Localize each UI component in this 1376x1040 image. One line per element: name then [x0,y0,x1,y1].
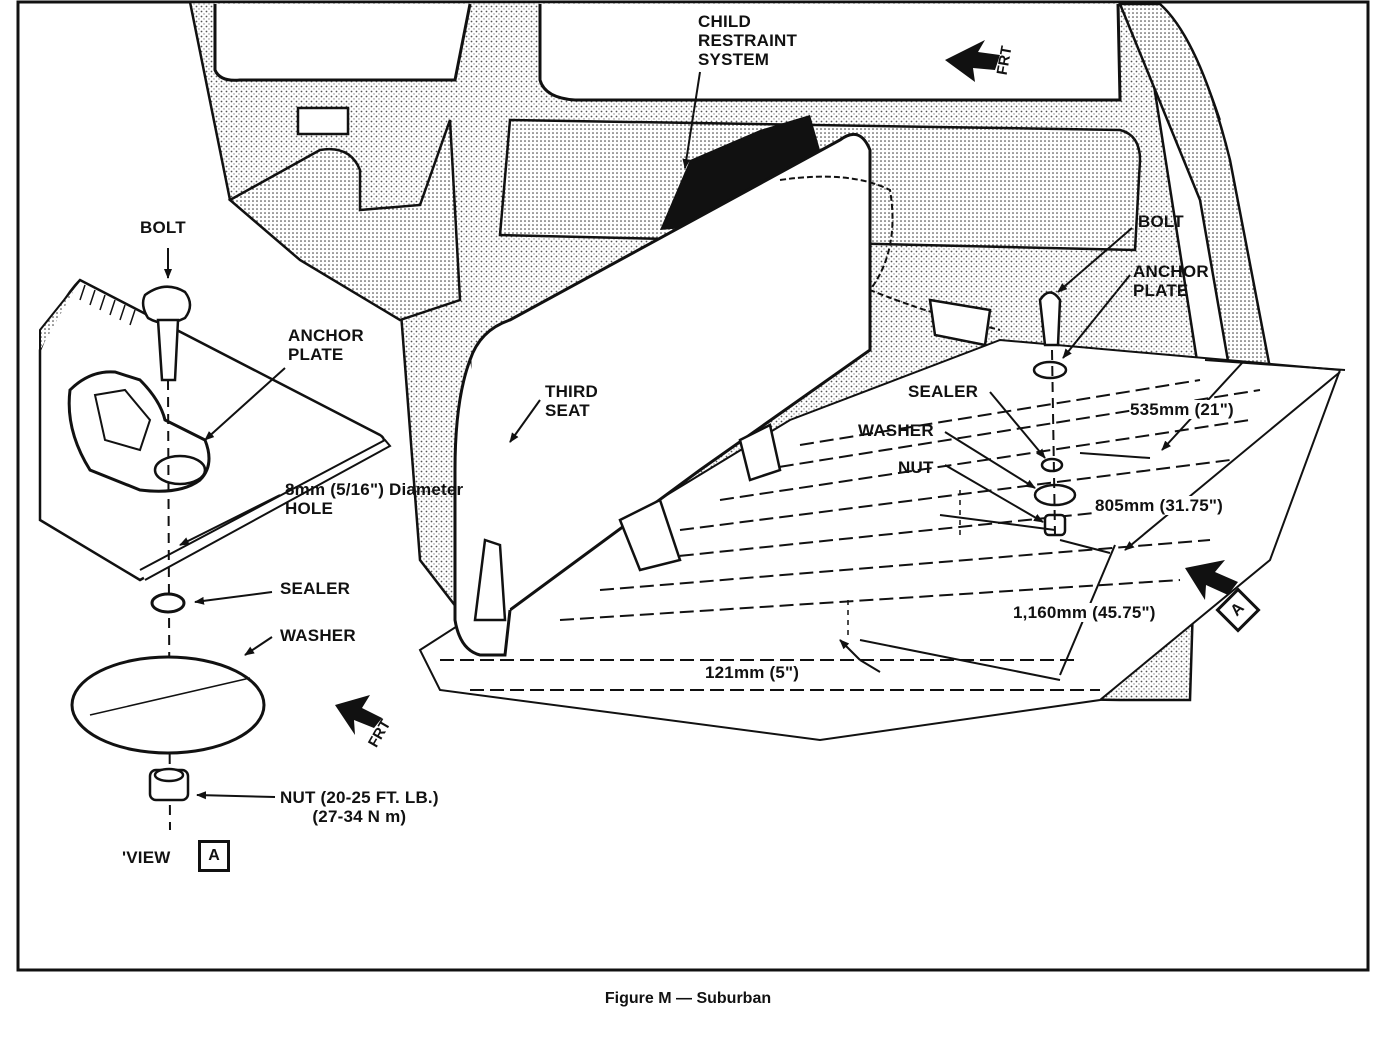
label-washer-right: WASHER [858,421,934,440]
label-sealer-left: SEALER [280,579,351,598]
seat-hinge [618,498,682,572]
leader-child-restraint [682,71,701,169]
third-seat [468,132,872,612]
detail-bolt [141,285,192,382]
label-anchor-plate-right: ANCHOR PLATE [1133,262,1209,300]
side-window [213,3,472,82]
leader-bolt-right [1057,227,1133,293]
detail-sealer [150,592,186,614]
detail-washer [70,655,266,755]
detail-nut [148,767,190,802]
label-hole: 8mm (5/16") Diameter HOLE [285,480,464,518]
rear-window [538,3,1122,102]
label-dim-1160: 1,160mm (45.75") [1013,603,1156,622]
right-anchor-stack [1032,291,1077,537]
label-nut-left: NUT (20-25 FT. LB.) (27-34 N m) [280,788,439,826]
view-arrow [1185,560,1238,600]
leader-sealer-right [989,391,1046,459]
frt-arrow-left [335,695,382,735]
door-handle [296,106,350,136]
label-bolt-right: BOLT [1138,212,1184,231]
restraint-strap [779,175,1001,331]
leader-nut-right [944,464,1044,523]
label-dim-535: 535mm (21") [1130,400,1234,419]
label-nut-right: NUT [898,458,934,477]
label-washer-left: WASHER [280,626,356,645]
label-sealer-right: SEALER [908,382,979,401]
view-a-box-left: A [198,840,230,872]
leader-sealer-left [194,591,273,605]
label-child-restraint: CHILD RESTRAINT SYSTEM [698,12,798,69]
figure-caption: Figure M — Suburban [604,990,772,1007]
leader-third-seat [509,399,541,443]
leader-hole [179,494,281,546]
restraint-buckle [928,298,992,347]
second-seat [227,119,462,322]
label-dim-805: 805mm (31.75") [1095,496,1224,515]
label-third-seat: THIRD SEAT [545,382,598,420]
leader-anchor-left [204,367,286,441]
leader-anchor-right [1062,274,1131,359]
label-view: 'VIEW [122,848,171,867]
seat-leg [473,538,507,622]
leader-washer-right [944,431,1036,489]
leader-nut-left [196,791,276,800]
label-dim-121: 121mm (5") [705,663,800,682]
leader-washer-left [244,636,273,656]
label-anchor-plate-left: ANCHOR PLATE [288,326,364,364]
seat-hinge-2 [738,423,782,482]
label-bolt-left: BOLT [140,218,186,237]
frt-arrow-top [945,40,1000,82]
floor-ribs [440,379,1261,691]
